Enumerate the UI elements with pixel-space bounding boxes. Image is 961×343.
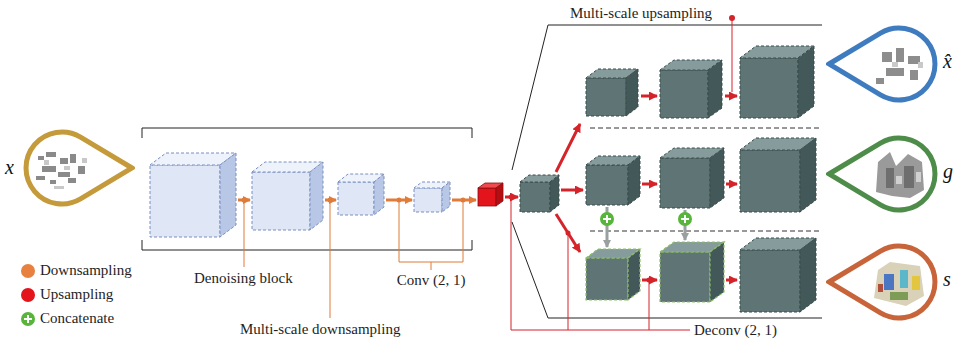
legend-text: Concatenate — [40, 310, 114, 327]
legend-swatch — [20, 263, 36, 279]
concat-links — [600, 207, 692, 247]
concat-cubes — [586, 242, 724, 302]
reconstruction-point-cloud — [826, 22, 941, 107]
leader-dots — [242, 198, 466, 203]
annotation-label: Multi-scale downsampling — [240, 321, 400, 338]
decoder-cubes — [520, 46, 816, 312]
annotation-label: Multi-scale upsampling — [570, 5, 712, 22]
decoder-leaders — [511, 18, 732, 330]
point-cloud-pin: x — [20, 126, 135, 211]
annotation-label: Deconv (2, 1) — [694, 322, 777, 339]
bottleneck-cube — [478, 183, 503, 206]
legend-swatch — [20, 287, 36, 303]
annotation-label: Conv (2, 1) — [397, 272, 466, 289]
upsampling-arrows — [505, 96, 737, 280]
variable-label: x — [5, 156, 14, 178]
decoder-leader-dots — [509, 15, 736, 283]
encoder-cubes — [150, 153, 450, 237]
encoder-bracket — [142, 128, 472, 250]
downsampling-arrows — [238, 199, 476, 202]
variable-label: x̂ — [943, 50, 952, 72]
decoder-outline — [512, 25, 822, 318]
geometry-point-cloud — [826, 132, 941, 217]
point-cloud-pin: x̂ — [826, 22, 941, 107]
semantic-point-cloud — [826, 240, 941, 325]
leader-lines — [244, 200, 463, 318]
point-cloud-pin: g — [826, 132, 941, 217]
input-point-cloud — [20, 126, 135, 211]
legend-swatch — [20, 311, 36, 327]
variable-label: s — [943, 268, 951, 290]
variable-label: g — [943, 160, 953, 182]
point-cloud-pin: s — [826, 240, 941, 325]
legend-text: Downsampling — [40, 262, 132, 279]
annotation-label: Denoising block — [194, 270, 293, 287]
legend-text: Upsampling — [40, 286, 113, 303]
